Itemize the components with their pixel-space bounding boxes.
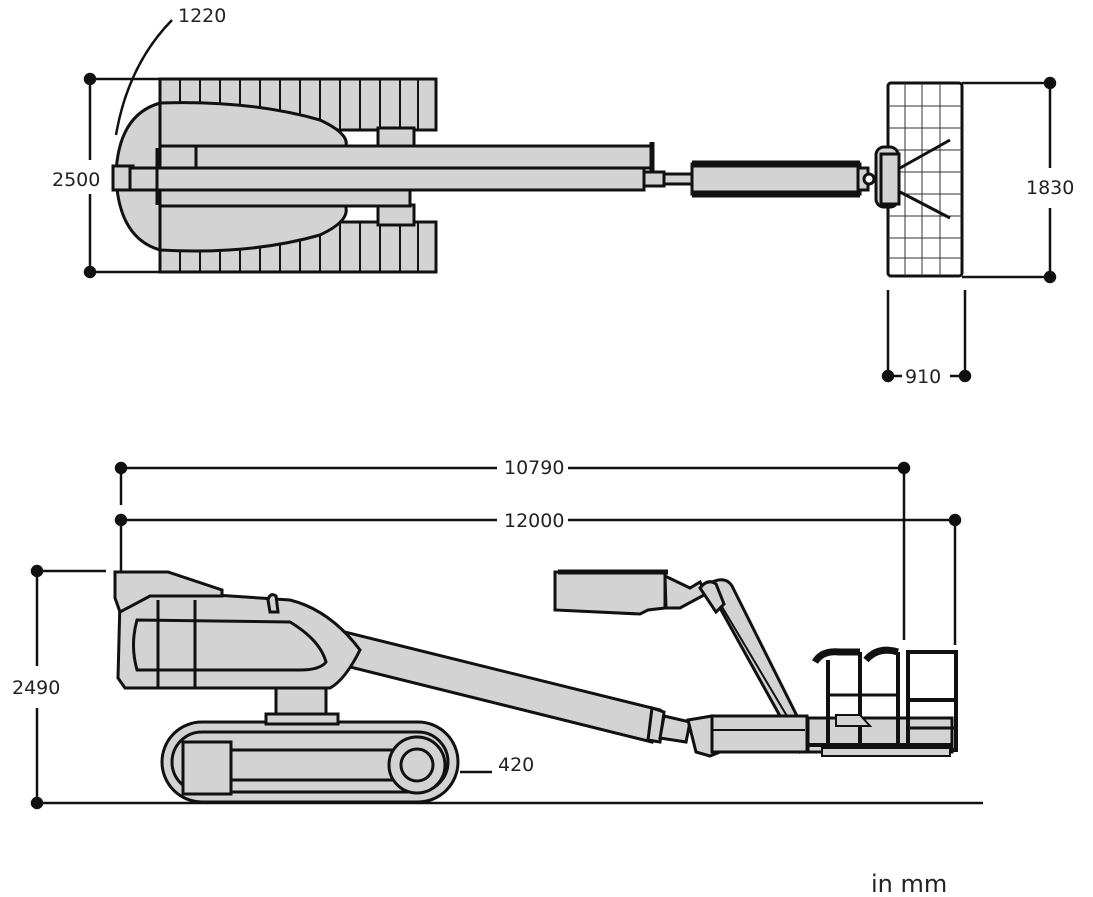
top-view-jib-connector: [642, 170, 666, 188]
dimension-label-turret-radius: 1220: [178, 5, 226, 27]
dimension-leader-turret: [114, 19, 173, 136]
dimension-endpoint: [1043, 270, 1057, 284]
top-view: [111, 77, 964, 278]
dimension-label-ground-clearance: 420: [498, 754, 534, 776]
dimension-endpoint: [881, 369, 895, 383]
unit-label: in mm: [871, 870, 947, 897]
dimension-endpoint: [897, 461, 911, 475]
dimension-label-platform-depth: 910: [905, 366, 941, 388]
dimension-endpoint: [1043, 76, 1057, 90]
side-view: [36, 569, 983, 805]
side-view-upper-boom-stowed: [553, 570, 667, 616]
top-view-turret: [158, 101, 348, 253]
side-view-pedestal-base: [264, 712, 340, 726]
dimension-endpoint: [114, 461, 128, 475]
side-view-dimensions: [30, 461, 962, 810]
dimension-label-platform-width: 1830: [1026, 177, 1074, 199]
dimension-endpoint: [83, 265, 97, 279]
top-view-dimensions: [83, 19, 1057, 383]
top-view-boom-upper: [158, 144, 654, 170]
dimension-endpoint: [114, 513, 128, 527]
dimension-label-stowed-height: 2490: [12, 677, 60, 699]
top-view-chassis-block: [376, 203, 416, 227]
dimension-label-track-width: 2500: [52, 169, 100, 191]
dimension-label-overall-length: 12000: [504, 510, 564, 532]
side-view-boom-cylinder: [266, 593, 280, 614]
side-view-crawler-track: [160, 720, 460, 804]
dimension-label-stowed-length: 10790: [504, 457, 564, 479]
dimension-endpoint: [958, 369, 972, 383]
side-view-platform-basket: [806, 646, 958, 757]
top-view-boom-lower: [158, 188, 412, 208]
top-view-turret-post: [158, 144, 198, 170]
top-view-jib-pivot: [862, 172, 876, 186]
side-view-turret-cover: [113, 570, 224, 615]
side-view-jib-base: [710, 714, 809, 754]
top-view-jib: [690, 162, 862, 196]
dimension-endpoint: [948, 513, 962, 527]
dimension-endpoint: [83, 72, 97, 86]
side-view-turret-window: [132, 618, 328, 672]
dimension-endpoint: [30, 564, 44, 578]
top-view-jib-rod: [662, 172, 694, 186]
top-view-boom-main: [128, 166, 646, 192]
side-view-boom-link: [658, 714, 692, 744]
dimension-endpoint: [30, 796, 44, 810]
top-view-platform: [874, 81, 964, 278]
